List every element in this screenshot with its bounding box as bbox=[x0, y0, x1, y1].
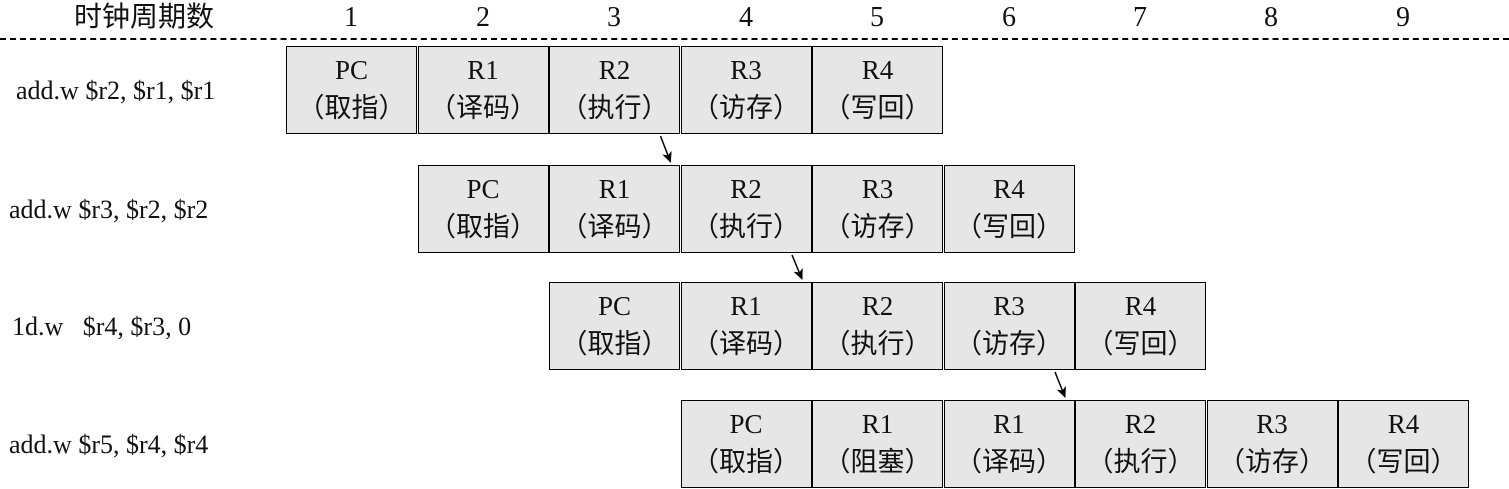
stage-name: （写回） bbox=[823, 93, 932, 123]
cycle-number-6: 6 bbox=[1002, 2, 1016, 33]
instruction-label: add.w $r5, $r4, $r4 bbox=[9, 430, 209, 459]
pipeline-stage-box: R4 （写回） bbox=[1338, 400, 1469, 488]
pipeline-stage-box: PC （取指） bbox=[549, 282, 680, 370]
pipeline-stage-box: R3 （访存） bbox=[680, 46, 812, 134]
cycle-number-4: 4 bbox=[739, 2, 753, 33]
stage-name: （执行） bbox=[1086, 447, 1195, 477]
instruction-label: add.w $r2, $r1, $r1 bbox=[16, 76, 216, 105]
pipeline-stage-box: R1 （译码） bbox=[680, 282, 812, 370]
stage-register: R2 bbox=[730, 174, 762, 204]
cycle-number-5: 5 bbox=[870, 2, 884, 33]
stage-name: （访存） bbox=[823, 212, 932, 242]
stage-register: PC bbox=[729, 409, 763, 439]
stage-register: R1 bbox=[730, 291, 762, 321]
stage-register: PC bbox=[466, 174, 500, 204]
forwarding-arrow bbox=[659, 135, 672, 163]
cycle-number-8: 8 bbox=[1264, 2, 1278, 33]
stage-name: （访存） bbox=[1218, 447, 1326, 477]
stage-register: R2 bbox=[1124, 409, 1157, 439]
forwarding-arrow bbox=[791, 254, 803, 280]
pipeline-stage-box: R4 （写回） bbox=[943, 165, 1075, 253]
cycle-number-2: 2 bbox=[476, 2, 490, 33]
pipeline-stage-box: R2 （执行） bbox=[812, 282, 943, 370]
pipeline-stage-box: R3 （访存） bbox=[943, 282, 1075, 370]
pipeline-stage-box: R4 （写回） bbox=[812, 46, 943, 134]
stage-name: （译码） bbox=[955, 447, 1063, 477]
stage-register: PC bbox=[334, 55, 369, 85]
stage-name: （执行） bbox=[692, 212, 800, 242]
pipeline-stage-box: R1 （阻塞） bbox=[812, 400, 943, 488]
cycle-number-3: 3 bbox=[607, 2, 621, 33]
cycle-header-title: 时钟周期数 bbox=[74, 2, 215, 33]
pipeline-stage-box: R2 （执行） bbox=[549, 46, 680, 134]
stage-register: R4 bbox=[1124, 291, 1157, 321]
cycle-number-1: 1 bbox=[344, 2, 358, 33]
stage-name: （写回） bbox=[1086, 329, 1195, 359]
stage-name: （取指） bbox=[429, 212, 537, 242]
stage-name: （执行） bbox=[823, 329, 932, 359]
stage-register: R3 bbox=[730, 55, 762, 85]
stage-name: （访存） bbox=[955, 329, 1063, 359]
stage-name: （取指） bbox=[560, 329, 669, 359]
stage-register: R4 bbox=[993, 174, 1025, 204]
stage-register: R1 bbox=[598, 174, 631, 204]
stage-register: R3 bbox=[993, 291, 1025, 321]
stage-register: R2 bbox=[861, 291, 894, 321]
stage-register: R1 bbox=[861, 409, 894, 439]
forwarding-arrow bbox=[1054, 371, 1066, 398]
stage-register: PC bbox=[597, 291, 632, 321]
stage-register: R1 bbox=[467, 55, 499, 85]
pipeline-stage-box: R3 （访存） bbox=[1206, 400, 1338, 488]
pipeline-stage-box: R1 （译码） bbox=[417, 46, 549, 134]
stage-name: （执行） bbox=[560, 93, 669, 123]
pipeline-stage-box: PC （取指） bbox=[680, 400, 812, 488]
stage-name: （写回） bbox=[955, 212, 1063, 242]
stage-name: （访存） bbox=[692, 93, 800, 123]
cycle-number-7: 7 bbox=[1133, 2, 1147, 33]
pipeline-stage-box: R2 （执行） bbox=[1075, 400, 1206, 488]
stage-name: （译码） bbox=[692, 329, 800, 359]
stage-name: （取指） bbox=[692, 447, 800, 477]
header-divider bbox=[0, 38, 1509, 40]
pipeline-stage-box: R1 （译码） bbox=[549, 165, 680, 253]
pipeline-stage-box: R1 （译码） bbox=[943, 400, 1075, 488]
pipeline-stage-box: R2 （执行） bbox=[680, 165, 812, 253]
pipeline-stage-box: PC （取指） bbox=[286, 46, 417, 134]
pipeline-stage-box: PC （取指） bbox=[417, 165, 549, 253]
stage-register: R4 bbox=[861, 55, 894, 85]
stage-name: （阻塞） bbox=[823, 447, 932, 477]
stage-name: （译码） bbox=[429, 93, 537, 123]
stage-register: R2 bbox=[598, 55, 631, 85]
stage-register: R3 bbox=[1256, 409, 1288, 439]
stage-register: R3 bbox=[861, 174, 894, 204]
instruction-label: add.w $r3, $r2, $r2 bbox=[9, 195, 209, 224]
cycle-number-9: 9 bbox=[1396, 2, 1410, 33]
pipeline-stage-box: R3 （访存） bbox=[812, 165, 943, 253]
stage-name: （译码） bbox=[560, 212, 669, 242]
stage-name: （写回） bbox=[1349, 447, 1458, 477]
stage-name: （取指） bbox=[297, 93, 406, 123]
instruction-label: 1d.w $r4, $r3, 0 bbox=[12, 312, 192, 341]
stage-register: R4 bbox=[1387, 409, 1420, 439]
stage-register: R1 bbox=[993, 409, 1025, 439]
pipeline-stage-box: R4 （写回） bbox=[1075, 282, 1206, 370]
